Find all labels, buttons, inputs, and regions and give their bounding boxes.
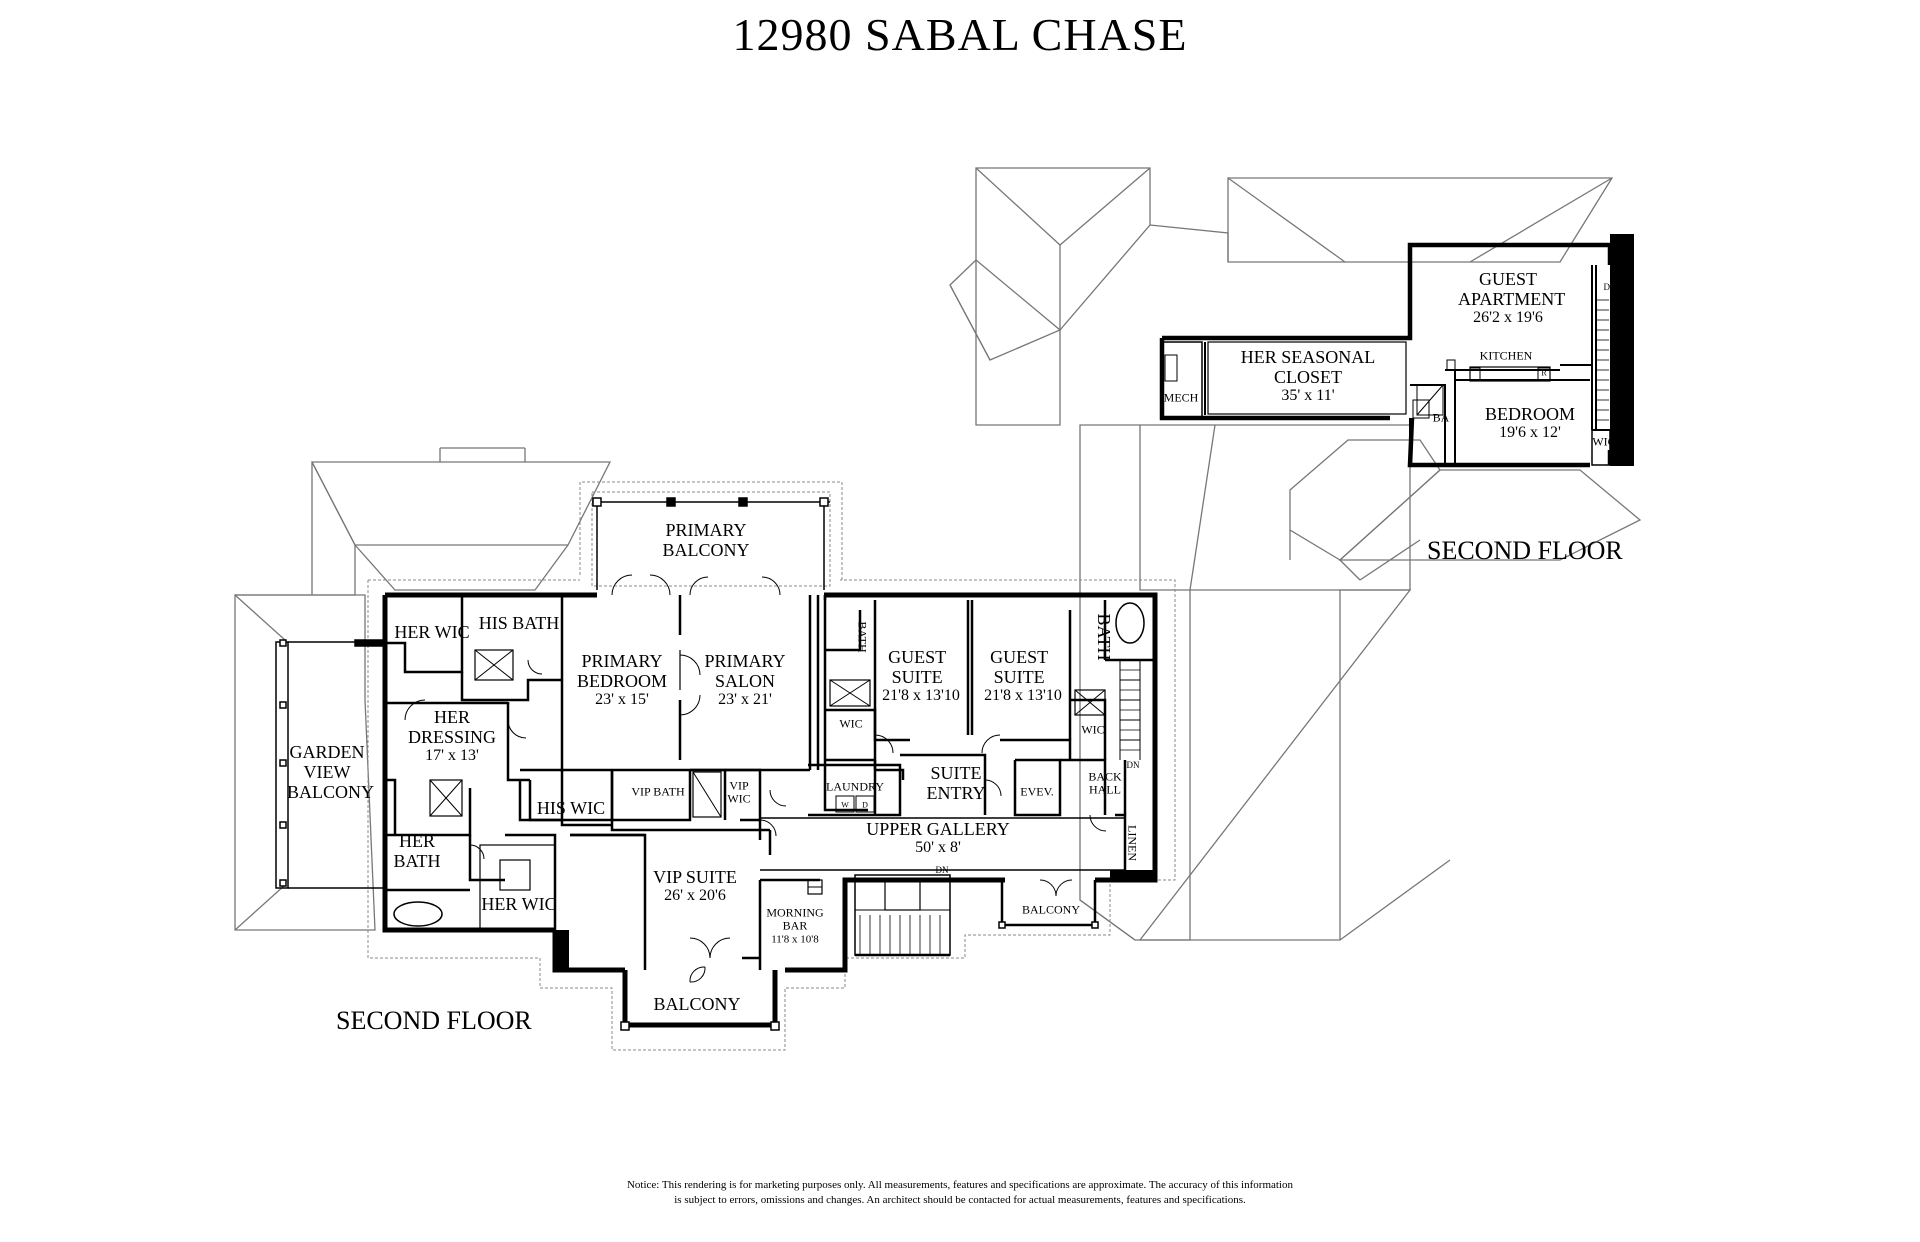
stair-down-mark-back-hall: DN (1126, 759, 1140, 770)
room-suite-entry: SUITE ENTRY (926, 762, 986, 803)
floor-label-main: SECOND FLOOR (336, 1006, 532, 1035)
room-her-wic-top: HER WIC (394, 621, 470, 642)
room-bath-2: BATH (1094, 613, 1115, 661)
room-her-bath: HER BATH (393, 830, 441, 871)
roof-outlines (234, 167, 1642, 941)
terrace-outlines (367, 481, 1176, 1051)
room-ba: BA (1432, 410, 1450, 425)
garden-balcony-structure (275, 639, 386, 889)
door-swings (404, 574, 1107, 983)
room-back-hall: BACK HALL (1088, 769, 1122, 797)
stair-down-mark-apartment: DN (1603, 281, 1617, 292)
main-wing-interior (385, 595, 1155, 970)
room-balcony-small: BALCONY (1021, 902, 1081, 917)
disclaimer-line-2: is subject to errors, omissions and chan… (674, 1193, 1246, 1206)
room-balcony-bottom: BALCONY (653, 993, 741, 1014)
room-bath-1: BATH (855, 621, 870, 653)
apartment-stair-treads (1597, 299, 1609, 421)
room-laundry: LAUNDRY (825, 779, 885, 794)
room-kitchen: KITCHEN (1479, 348, 1533, 363)
page-title: 12980 SABAL CHASE (732, 9, 1188, 60)
disclaimer-notice: Notice: This rendering is for marketing … (0, 1178, 1920, 1208)
room-wic-1: WIC (839, 716, 863, 731)
washer-mark: W (841, 800, 849, 810)
room-linen: LINEN (1125, 825, 1140, 861)
main-stair-treads (859, 669, 1140, 955)
room-vip-bath: VIP BATH (631, 784, 685, 799)
stair-down-mark-gallery: DN (935, 864, 949, 875)
dryer-mark: D (862, 800, 868, 810)
room-her-wic-bottom: HER WIC (481, 893, 557, 914)
bottom-balcony-structure (620, 921, 1099, 1031)
room-primary-balcony: PRIMARY BALCONY (662, 519, 750, 560)
room-his-wic: HIS WIC (536, 797, 606, 818)
room-elevator: EVEV. (1020, 784, 1054, 799)
room-mech: MECH (1163, 390, 1199, 405)
room-vip-wic: VIP WIC (727, 778, 751, 806)
room-garden-view-balcony: GARDEN VIEW BALCONY (287, 741, 375, 803)
apartment-interior (1161, 265, 1611, 466)
room-wic-apartment: WIC (1592, 434, 1616, 449)
room-his-bath: HIS BATH (478, 612, 560, 633)
floor-label-apartment: SECOND FLOOR (1427, 536, 1623, 565)
disclaimer-line-1: Notice: This rendering is for marketing … (626, 1179, 1293, 1191)
primary-balcony-structure (592, 497, 830, 590)
fridge-mark: R (1541, 368, 1547, 378)
room-wic-2: WIC (1081, 722, 1105, 737)
